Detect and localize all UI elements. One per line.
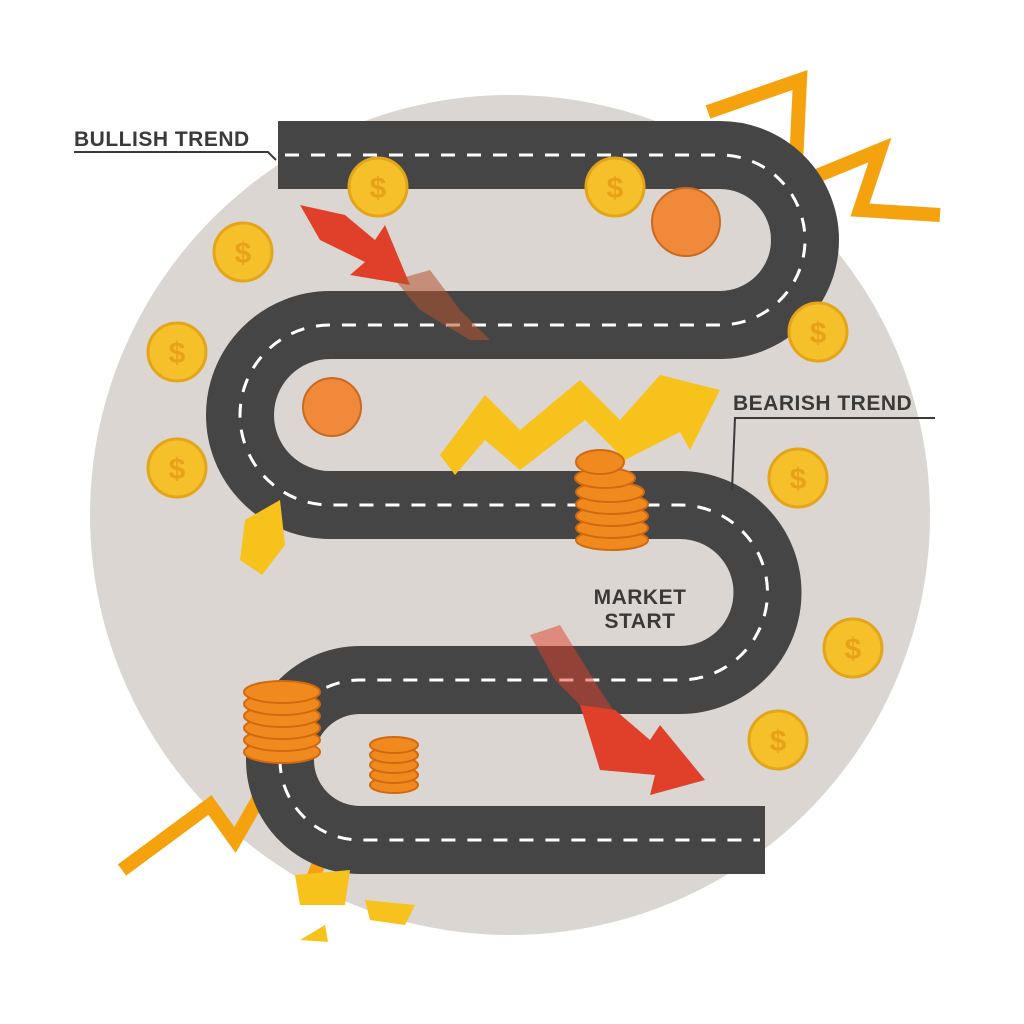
coin-stack-middle (574, 449, 649, 551)
dollar-sign-icon: $ (169, 453, 186, 486)
lightning-bottom-left (117, 755, 328, 903)
market-start-line1: MARKET (593, 586, 687, 609)
bullish-trend-label: BULLISH TREND (74, 128, 250, 151)
dollar-sign-icon: $ (790, 463, 807, 496)
coin-stack-small (369, 736, 419, 794)
red-down-arrow-top (300, 205, 410, 285)
red-down-arrow-bottom (580, 705, 705, 795)
red-arrow-faded-top (395, 270, 490, 340)
dollar-sign-icon: $ (845, 633, 862, 666)
lightning-top-right (705, 69, 941, 222)
gold-coin (767, 447, 829, 509)
gold-coin (347, 156, 409, 218)
gold-coin (584, 156, 646, 218)
coin-stack-left (243, 680, 321, 764)
cracked-coin-top (651, 187, 721, 257)
red-arrow-faded (530, 625, 620, 720)
bullish-leader-line (74, 151, 277, 161)
gold-coin (146, 437, 208, 499)
bearish-leader-line (731, 417, 935, 491)
dollar-sign-icon: $ (235, 237, 252, 270)
gold-coin (747, 709, 809, 771)
broken-coin-shards (240, 500, 415, 942)
gold-coin (787, 301, 849, 363)
dollar-sign-icon: $ (770, 725, 787, 758)
cracked-coin-left (302, 377, 362, 437)
gold-coin (212, 221, 274, 283)
dollar-sign-icon: $ (810, 317, 827, 350)
bearish-trend-label: BEARISH TREND (733, 392, 913, 415)
dollar-sign-icon: $ (169, 337, 186, 370)
dollar-sign-icon: $ (370, 172, 387, 205)
gold-coins: $ $ $ $ $ $ $ $ $ (146, 156, 884, 771)
yellow-up-arrow (440, 375, 720, 475)
dollar-sign-icon: $ (607, 172, 624, 205)
gold-coin (822, 617, 884, 679)
market-start-line2: START (604, 610, 676, 633)
gold-coin (146, 321, 208, 383)
market-start-label: MARKET START (570, 586, 710, 634)
